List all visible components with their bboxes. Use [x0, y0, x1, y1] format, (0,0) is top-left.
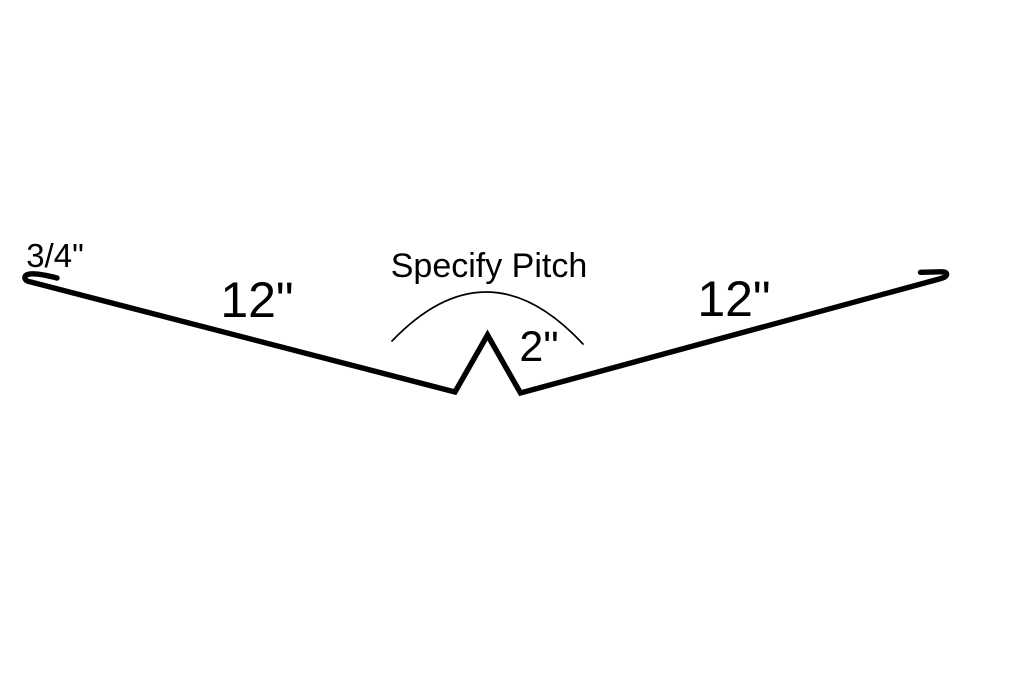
label-left-hem: 3/4"	[26, 237, 84, 274]
flashing-profile-line	[22, 269, 950, 397]
label-pitch: Specify Pitch	[391, 247, 588, 285]
label-right-width: 12"	[697, 271, 770, 327]
label-notch: 2"	[519, 323, 558, 371]
pitch-arc	[391, 291, 584, 345]
label-left-width: 12"	[220, 272, 293, 328]
